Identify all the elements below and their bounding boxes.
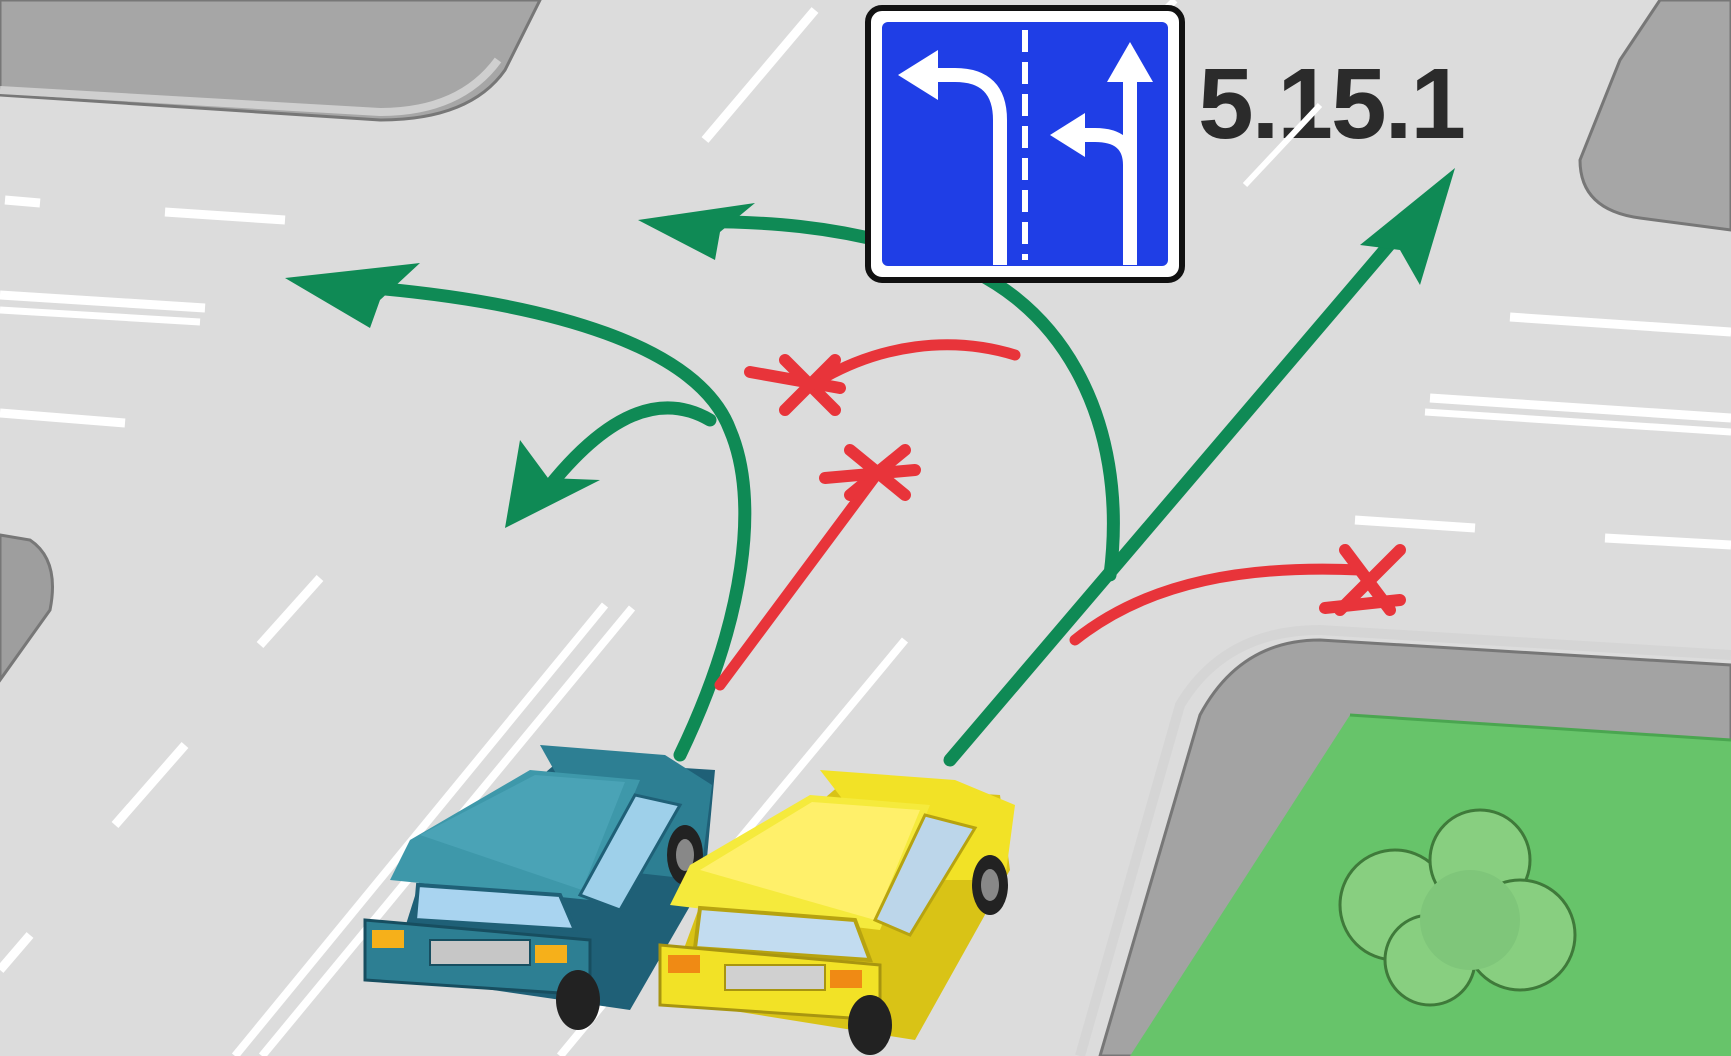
sign-code-label: 5.15.1 [1198, 48, 1464, 160]
lane-direction-sign [868, 8, 1182, 280]
